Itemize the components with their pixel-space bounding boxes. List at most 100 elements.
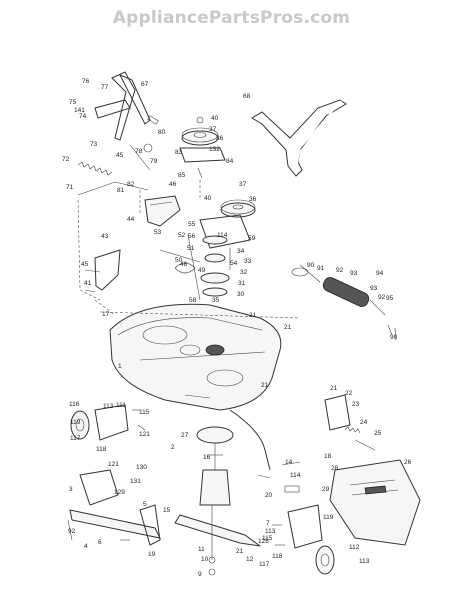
callout-label: 51	[187, 245, 195, 252]
callout-label: 119	[70, 419, 81, 426]
lever-assembly	[94, 71, 159, 171]
callout-label: 10	[201, 556, 209, 563]
callout-label: 81	[117, 187, 125, 194]
callout-label: 40	[211, 115, 219, 122]
callout-label: 40	[204, 195, 212, 202]
callout-label: 34	[237, 248, 245, 255]
callout-label: 35	[212, 297, 220, 304]
callout-label: 23	[352, 401, 360, 408]
chute-bracket	[324, 394, 376, 451]
callout-label: 16	[203, 454, 211, 461]
callout-label: 58	[189, 297, 197, 304]
pulley-mid	[159, 199, 256, 301]
callout-label: 79	[150, 158, 158, 165]
callout-label: 48	[180, 261, 188, 268]
callout-label: 112	[349, 544, 360, 551]
callout-label: 114	[217, 232, 228, 239]
callout-label: 46	[169, 181, 177, 188]
callout-label: 113	[103, 403, 114, 410]
callout-label: 18	[324, 453, 332, 460]
callout-label: 32	[240, 269, 248, 276]
callout-label: 72	[62, 156, 70, 163]
callout-label: 17	[102, 311, 110, 318]
callout-label: 5	[143, 501, 147, 508]
callout-label: 11	[198, 546, 205, 553]
callout-label: 75	[69, 99, 77, 106]
callout-label: 26	[404, 459, 412, 466]
callout-label: 36	[249, 196, 257, 203]
callout-label: 115	[139, 409, 150, 416]
mower-deck	[99, 303, 301, 411]
wheel-front-left	[70, 404, 146, 441]
left-arm	[67, 469, 161, 546]
callout-label: 43	[101, 233, 109, 240]
callout-label: 21	[236, 548, 244, 555]
callout-label: 21	[249, 312, 257, 319]
callout-label: 113	[265, 528, 276, 535]
callout-label: 52	[178, 232, 186, 239]
mower-blade	[174, 505, 261, 576]
callout-label: 83	[175, 149, 183, 156]
callout-label: 94	[376, 270, 384, 277]
callout-label: 19	[148, 551, 156, 558]
callout-label: 20	[265, 492, 273, 499]
callout-label: 53	[154, 229, 162, 236]
callout-label: 25	[374, 430, 382, 437]
callout-label: 6	[98, 539, 102, 546]
callout-label: 129	[114, 489, 125, 496]
callout-label: 84	[226, 158, 234, 165]
callout-label: 115	[262, 535, 273, 542]
callout-label: 28	[331, 465, 339, 472]
callout-label: 92	[336, 267, 344, 274]
callout-label: 50	[175, 257, 183, 264]
callout-label: 93	[350, 270, 358, 277]
callout-label: 37	[209, 126, 217, 133]
callout-label: 4	[84, 543, 88, 550]
spindle-right	[291, 264, 393, 336]
callout-label: 1	[118, 363, 122, 370]
callout-label: 71	[66, 184, 74, 191]
callout-label: 73	[90, 141, 98, 148]
callout-label: 12	[246, 556, 254, 563]
callout-label: 54	[230, 260, 238, 267]
callout-label: 41	[84, 280, 92, 287]
callout-label: 7	[266, 520, 270, 527]
callout-label: 117	[70, 435, 81, 442]
callout-label: 111	[116, 402, 126, 409]
callout-label: 15	[163, 507, 171, 514]
callout-label: 56	[188, 233, 196, 240]
callout-label: 117	[259, 561, 270, 568]
callout-label: 49	[198, 267, 206, 274]
callout-label: 82	[127, 181, 135, 188]
callout-label: 45	[116, 152, 124, 159]
callout-label: 22	[345, 390, 353, 397]
callout-label: 118	[272, 553, 283, 560]
pulley-upper	[179, 116, 226, 200]
callout-label: 92	[378, 294, 386, 301]
spring-rod	[77, 161, 149, 301]
callout-label: 80	[158, 129, 166, 136]
callout-label: 93	[370, 285, 378, 292]
wheel-rear-right	[272, 504, 335, 575]
callout-label: 33	[244, 258, 252, 265]
callout-label: 9	[198, 571, 202, 578]
watermark-text: AppliancePartsPros.com	[112, 8, 351, 28]
callout-label: 36	[216, 135, 224, 142]
callout-label: 130	[136, 464, 147, 471]
callout-label: 95	[386, 295, 394, 302]
callout-label: 121	[108, 461, 119, 468]
callout-label: 44	[127, 216, 135, 223]
callout-label: 113	[359, 558, 370, 565]
idler-bracket	[144, 195, 181, 227]
callout-label: 74	[79, 113, 87, 120]
callout-label: 2	[171, 444, 175, 451]
callout-label: 76	[82, 78, 90, 85]
callout-label: 30	[237, 291, 245, 298]
callout-label: 21	[261, 382, 269, 389]
callout-label: 78	[135, 148, 143, 155]
callout-label: 27	[181, 432, 189, 439]
callout-label: 132	[209, 146, 220, 153]
callout-label: 37	[239, 181, 247, 188]
